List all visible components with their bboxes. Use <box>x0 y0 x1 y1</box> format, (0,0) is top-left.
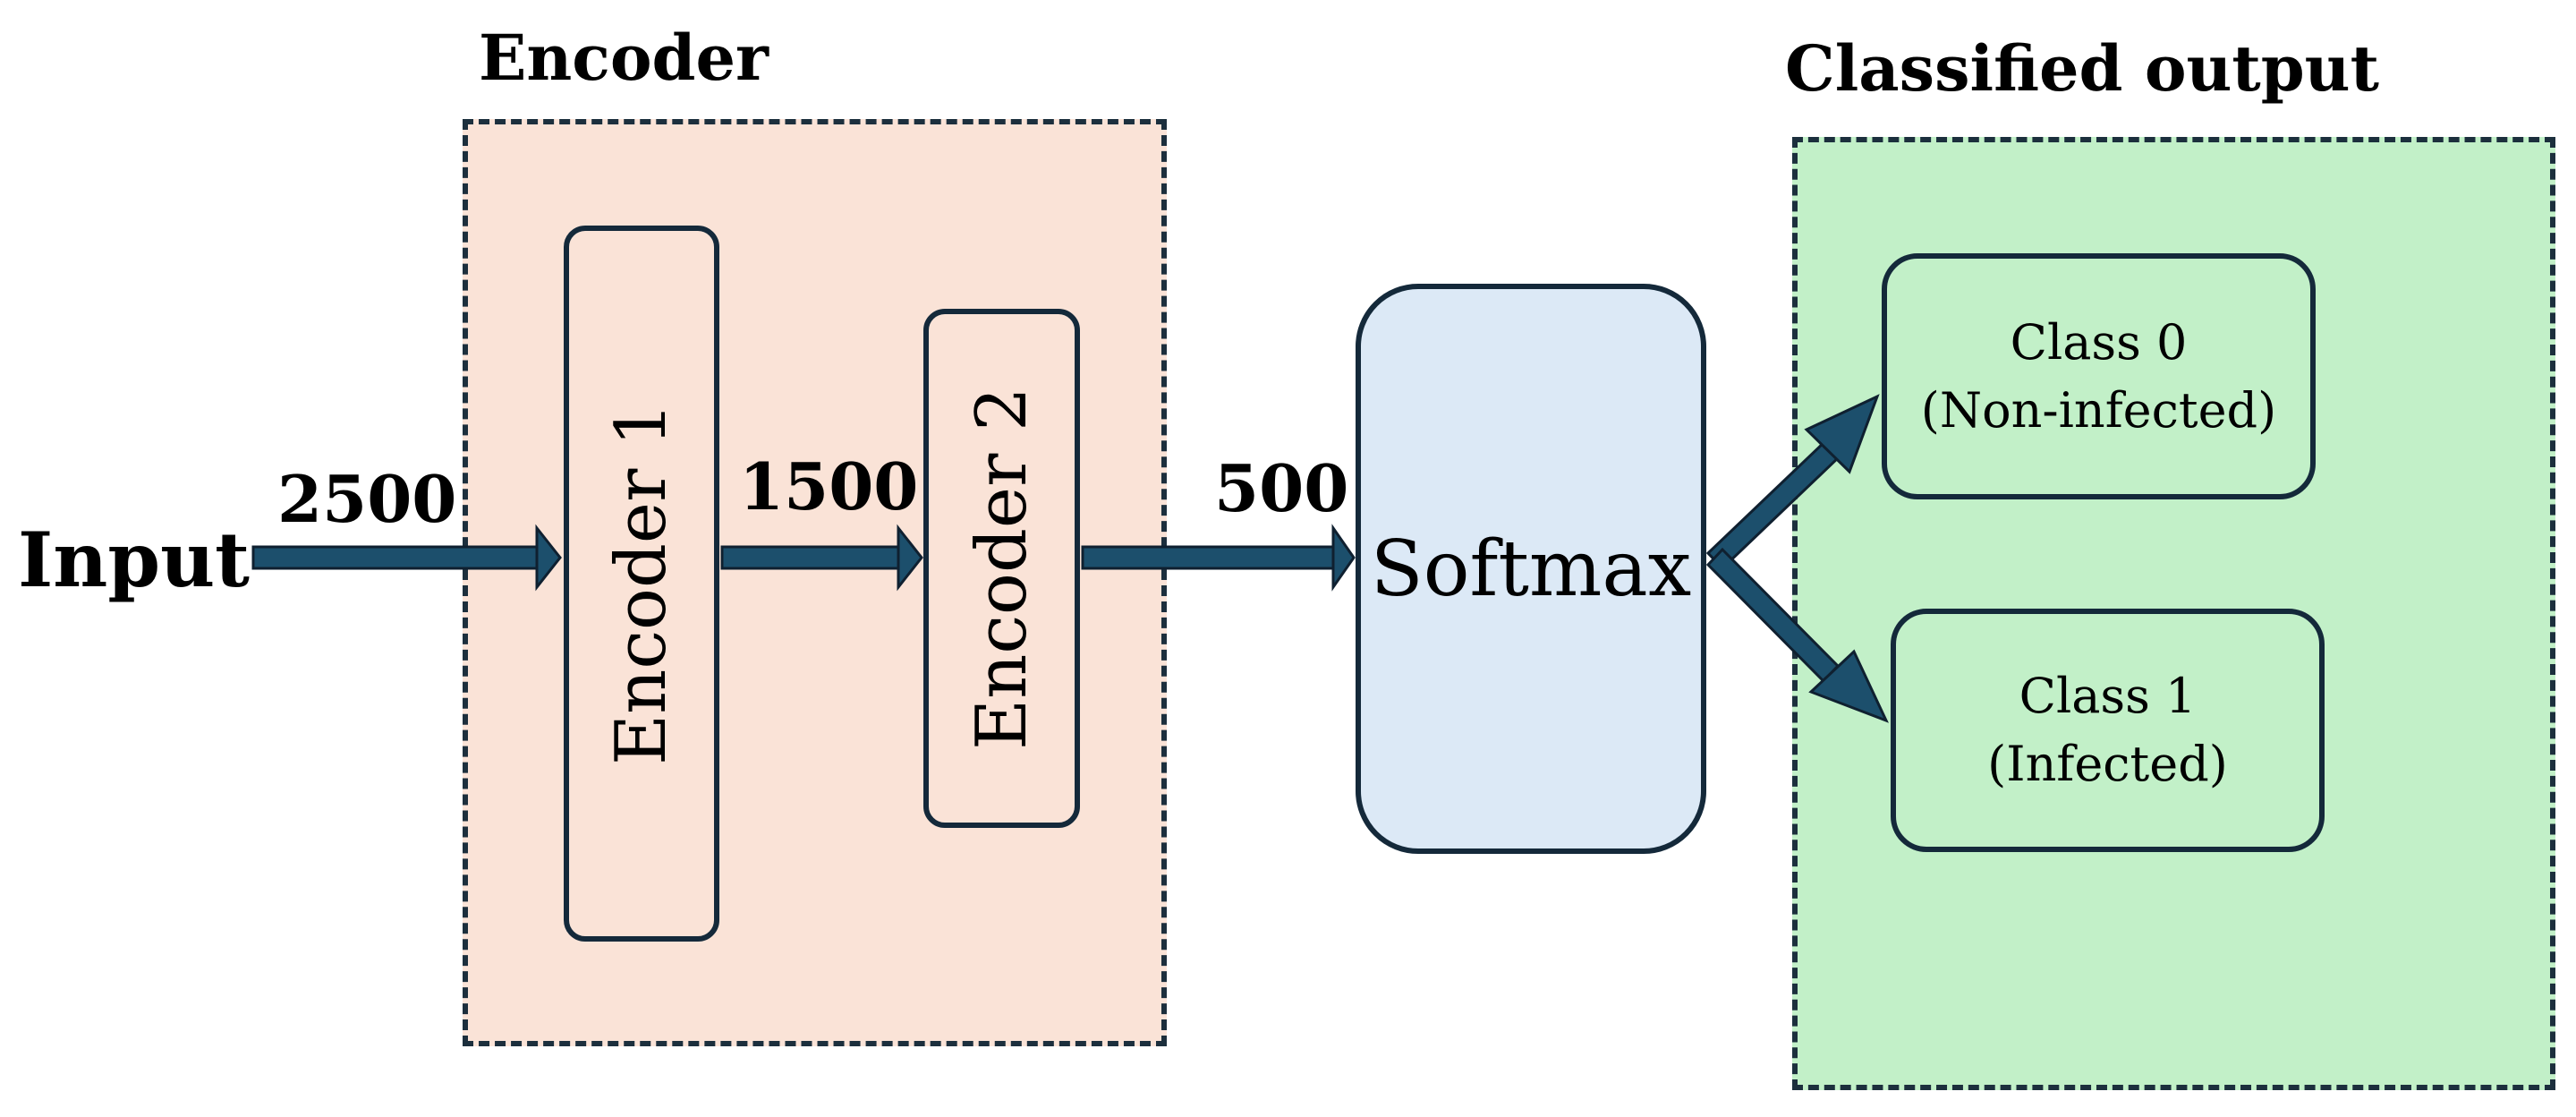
input-label: Input <box>18 516 250 604</box>
encoder-group-title: Encoder <box>479 21 769 95</box>
class-1-name: Class 1 <box>2019 668 2197 724</box>
class-0-block: Class 0 (Non-infected) <box>1882 253 2316 499</box>
encoder-2-block: Encoder 2 <box>923 309 1080 828</box>
encoder-2-output-size-label: 500 <box>1214 450 1349 526</box>
softmax-label: Softmax <box>1370 524 1692 614</box>
softmax-block: Softmax <box>1356 284 1706 854</box>
encoder-1-block: Encoder 1 <box>564 226 719 942</box>
class-0-name: Class 0 <box>2010 313 2188 371</box>
class-0-description: (Non-infected) <box>1920 381 2277 439</box>
class-1-description: (Infected) <box>1987 736 2228 792</box>
input-size-label: 2500 <box>277 461 457 537</box>
encoder-1-output-size-label: 1500 <box>739 448 919 524</box>
encoder-2-label: Encoder 2 <box>961 387 1042 750</box>
encoder-1-label: Encoder 1 <box>601 402 682 765</box>
classified-output-title: Classified output <box>1785 31 2379 106</box>
class-1-block: Class 1 (Infected) <box>1891 609 2325 852</box>
